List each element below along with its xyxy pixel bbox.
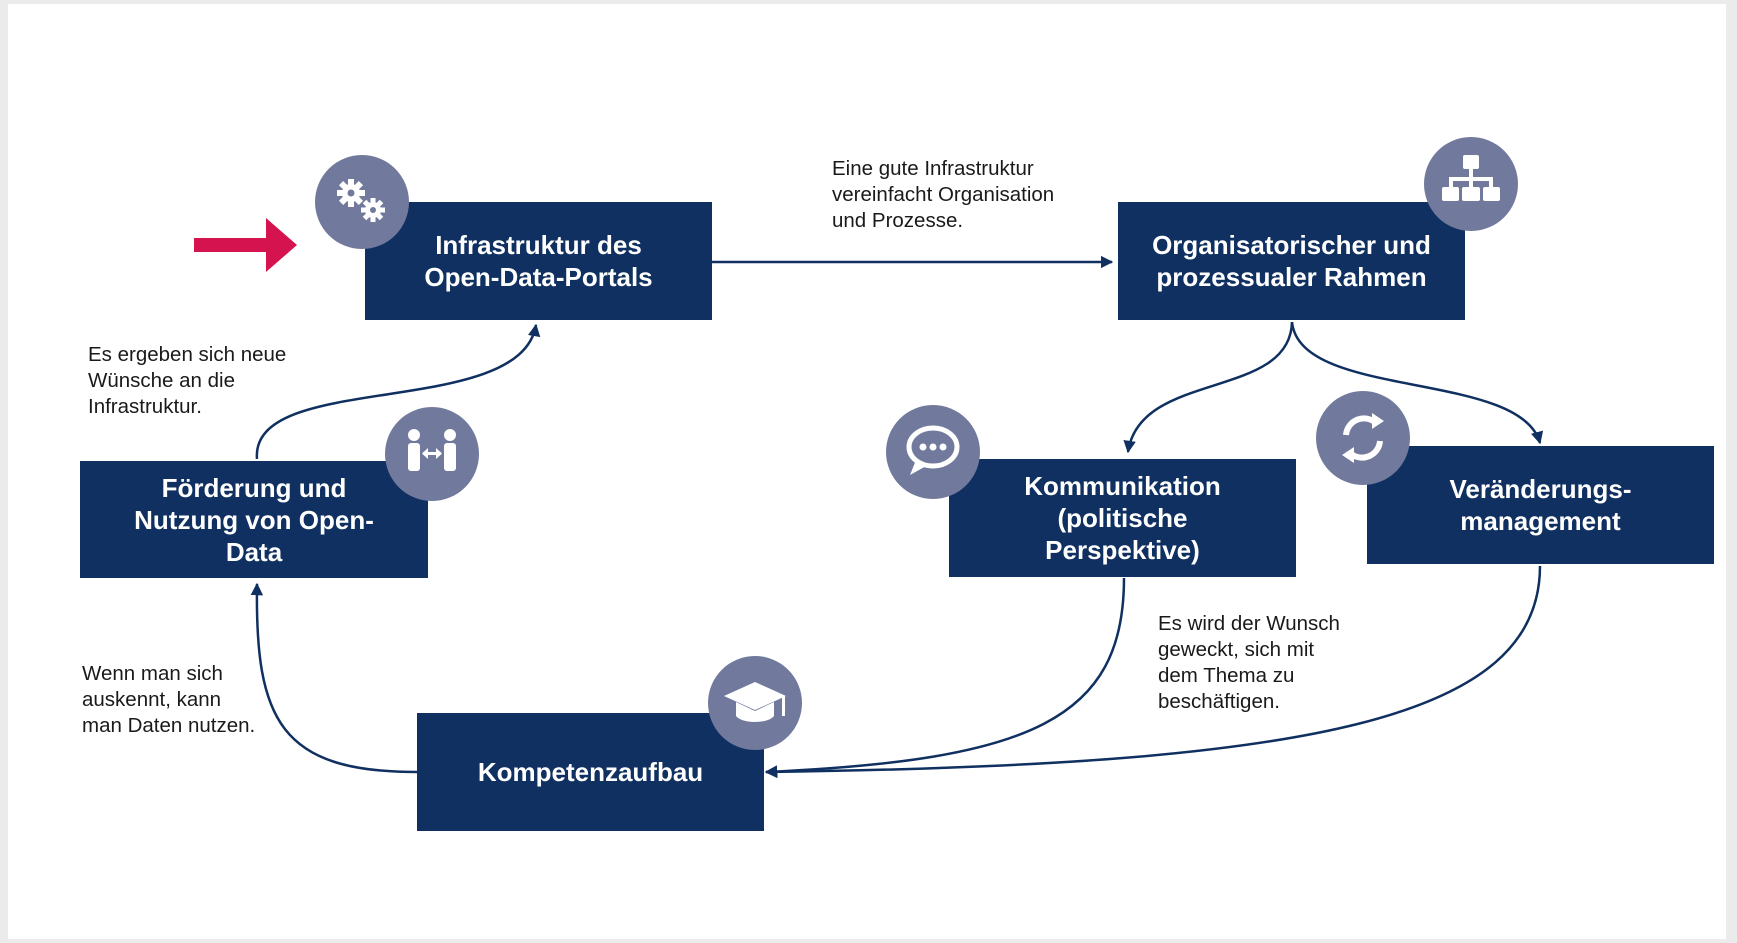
competence-box: Kompetenzaufbau [417,713,764,831]
promotion-box: Förderung und Nutzung von Open- Data [80,461,428,578]
communication-box: Kommunikation (politische Perspektive) [949,459,1296,577]
arrow-foerderung-to-infra [255,323,541,460]
graduation-cap-icon [708,656,802,750]
arrow-org-to-kommunikation [1123,321,1294,454]
note-to-competence: Es wird der Wunsch geweckt, sich mit dem… [1158,612,1340,713]
organisational-box-label: Organisatorischer und prozessualer Rahme… [1152,230,1431,292]
infrastructure-box: Infrastruktur des Open-Data-Portals [365,202,712,320]
org-chart-icon [1424,137,1518,231]
arrow-kompetenz-to-foerderung [250,582,418,774]
change-management-box-label: Veränderungs- management [1449,474,1632,536]
note-promotion-to-infra: Es ergeben sich neue Wünsche an die Infr… [88,343,287,418]
people-exchange-icon [385,407,479,501]
gears-icon [315,155,409,249]
start-arrow [194,218,297,272]
arrow-org-to-veraenderung [1290,321,1544,445]
note-infra-to-org: Eine gute Infrastruktur vereinfacht Orga… [832,157,1055,232]
competence-box-label: Kompetenzaufbau [477,757,704,787]
communication-box-label: Kommunikation (politische Perspektive) [1024,471,1221,565]
speech-bubble-icon [886,405,980,499]
organisational-box: Organisatorischer und prozessualer Rahme… [1118,202,1465,320]
arrow-veraenderung-to-kompetenz [764,565,1542,779]
refresh-icon [1316,391,1410,485]
arrow-kommunikation-to-kompetenz [764,577,1126,778]
promotion-box-label: Förderung und Nutzung von Open- Data [134,472,374,567]
change-management-box: Veränderungs- management [1367,446,1714,564]
infrastructure-box-label: Infrastruktur des Open-Data-Portals [424,230,653,292]
note-competence-to-promotion: Wenn man sich auskennt, kann man Daten n… [82,662,256,737]
